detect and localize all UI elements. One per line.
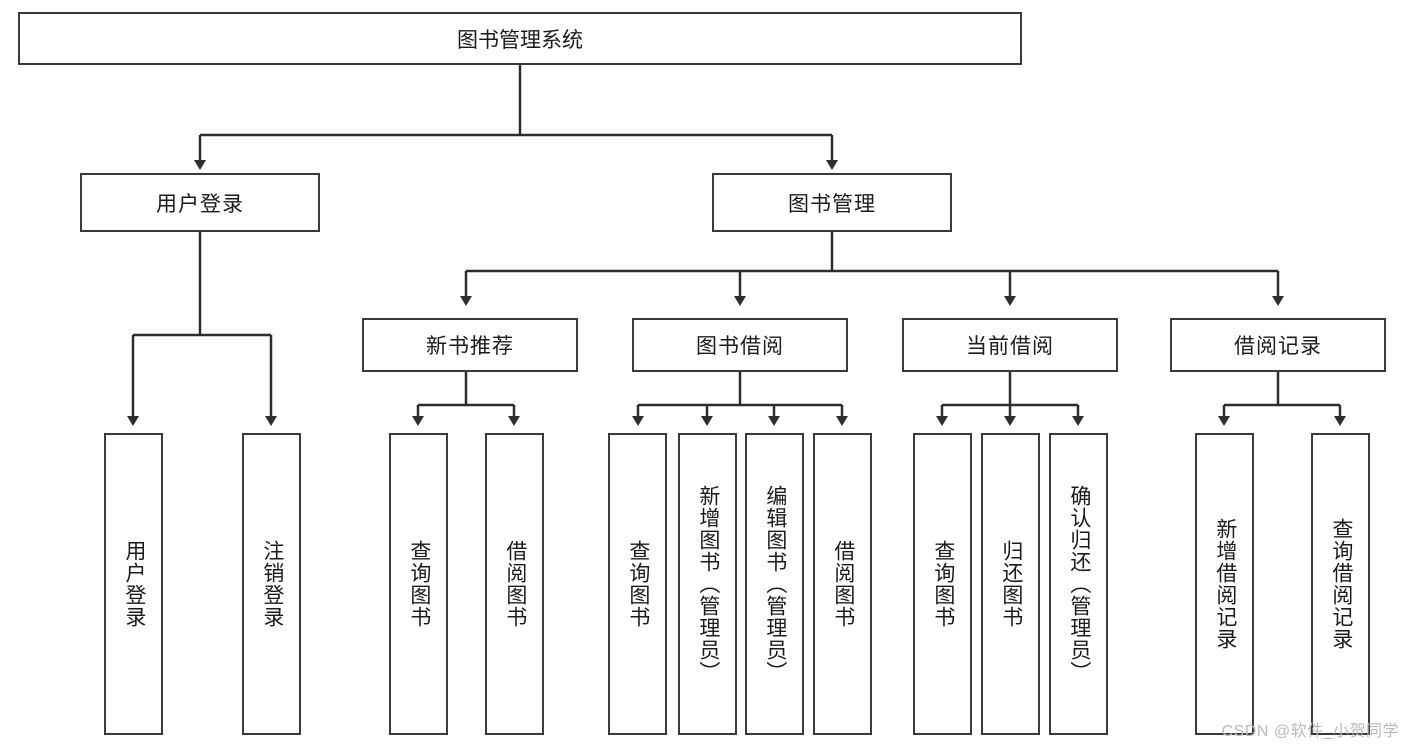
leaf-label: 借阅图书 [503,540,527,628]
leaf-edit-book[interactable]: 编辑图书（管理员） [745,433,804,735]
leaf-label: 新增图书（管理员） [696,485,720,683]
leaf-query-book-2[interactable]: 查询图书 [608,433,667,735]
node-root-system[interactable]: 图书管理系统 [18,12,1022,65]
node-label: 用户登录 [156,192,244,216]
leaf-label: 用户登录 [122,540,146,628]
leaf-add-book[interactable]: 新增图书（管理员） [678,433,737,735]
leaf-label: 编辑图书（管理员） [763,485,787,683]
leaf-label: 查询图书 [931,540,955,628]
leaf-label: 归还图书 [999,540,1023,628]
leaf-user-login[interactable]: 用户登录 [104,433,163,735]
node-label: 当前借阅 [966,335,1054,358]
leaf-label: 查询图书 [626,540,650,628]
leaf-borrow-book-1[interactable]: 借阅图书 [485,433,544,735]
leaf-confirm-return[interactable]: 确认归还（管理员） [1049,433,1108,735]
node-label: 新书推荐 [426,335,514,358]
leaf-label: 新增借阅记录 [1213,518,1237,650]
leaf-label: 借阅图书 [831,540,855,628]
node-new-book-recommend[interactable]: 新书推荐 [362,318,578,372]
leaf-add-record[interactable]: 新增借阅记录 [1195,433,1254,735]
node-label: 借阅记录 [1234,335,1322,358]
leaf-label: 查询图书 [407,540,431,628]
leaf-query-record[interactable]: 查询借阅记录 [1311,433,1370,735]
leaf-label: 查询借阅记录 [1329,518,1353,650]
node-label: 图书管理 [788,192,876,216]
node-borrow-record[interactable]: 借阅记录 [1170,318,1386,372]
node-book-borrow[interactable]: 图书借阅 [632,318,848,372]
node-book-manage[interactable]: 图书管理 [712,173,952,232]
leaf-query-book-1[interactable]: 查询图书 [389,433,448,735]
leaf-borrow-book-2[interactable]: 借阅图书 [813,433,872,735]
node-current-borrow[interactable]: 当前借阅 [902,318,1118,372]
node-label: 图书借阅 [696,335,784,358]
leaf-return-book[interactable]: 归还图书 [981,433,1040,735]
leaf-label: 注销登录 [260,540,284,628]
leaf-logout-login[interactable]: 注销登录 [242,433,301,735]
leaf-label: 确认归还（管理员） [1067,485,1091,683]
node-label: 图书管理系统 [457,28,583,52]
watermark-text: CSDN @软件_小贺同学 [1221,723,1399,740]
leaf-query-book-3[interactable]: 查询图书 [913,433,972,735]
node-user-login[interactable]: 用户登录 [80,173,320,232]
